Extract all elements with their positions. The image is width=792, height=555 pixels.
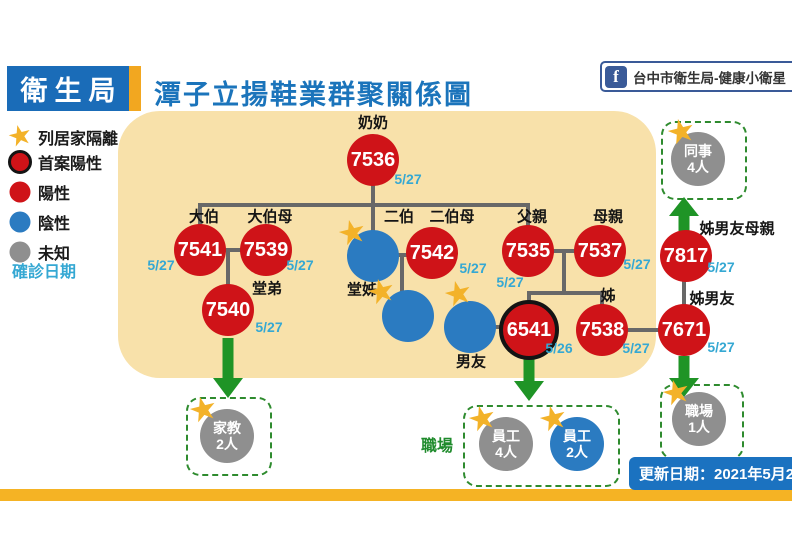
outcome-count: 2人 bbox=[566, 444, 588, 460]
case-circle-second-uncle-wife: 7542 bbox=[406, 227, 458, 279]
legend-first-case-icon bbox=[8, 150, 32, 174]
colleagues-circle: 同事 4人 bbox=[671, 132, 725, 186]
label-eldest-uncle: 大伯 bbox=[188, 208, 220, 226]
date-grandmother: 5/27 bbox=[394, 171, 422, 187]
case-number: 7536 bbox=[350, 148, 396, 171]
legend-positive-icon bbox=[9, 181, 31, 203]
label-second-uncle-wife: 二伯母 bbox=[429, 208, 475, 226]
case-number: 7671 bbox=[661, 318, 707, 341]
legend-confirm-date-label: 確診日期 bbox=[12, 264, 77, 281]
case-circle-grandmother: 7536 bbox=[347, 134, 399, 186]
date-eldest-uncle-wife: 5/27 bbox=[286, 257, 314, 273]
label-sister-boyfriend-mother: 姊男友母親 bbox=[699, 220, 775, 238]
case-number: 7535 bbox=[505, 239, 551, 262]
facebook-page-name: 台中市衛生局-健康小衛星 bbox=[633, 70, 786, 86]
date-mother: 5/27 bbox=[623, 256, 651, 272]
legend-positive-label: 陽性 bbox=[38, 186, 71, 203]
case-number: 6541 bbox=[506, 318, 552, 341]
outcome-count: 4人 bbox=[687, 159, 709, 175]
case-circle-sister-boyfriend: 7671 bbox=[658, 304, 710, 356]
label-sister: 姊 bbox=[600, 287, 616, 305]
negative-circle-cousin-sister bbox=[382, 290, 434, 342]
workplace-group-box bbox=[463, 405, 620, 487]
arrow-workplace-icon bbox=[514, 356, 544, 401]
case-circle-sister-boyfriend-mother: 7817 bbox=[660, 230, 712, 282]
case-number: 7541 bbox=[177, 238, 223, 261]
label-cousin-sister: 堂姊 bbox=[346, 281, 378, 299]
case-circle-cousin-brother: 7540 bbox=[202, 284, 254, 336]
negative-circle-second-uncle bbox=[347, 230, 399, 282]
bureau-label: 衛生局 bbox=[20, 76, 123, 106]
bureau-logo-box: 衛生局 bbox=[7, 66, 129, 111]
outcome-label: 職場 bbox=[685, 402, 713, 419]
outcome-label: 同事 bbox=[684, 142, 712, 159]
case-circle-eldest-uncle: 7541 bbox=[174, 224, 226, 276]
update-date-badge: 更新日期：2021年5月29日 bbox=[629, 457, 792, 490]
case-number: 7540 bbox=[205, 298, 251, 321]
workplace-one-circle: 職場 1人 bbox=[672, 392, 726, 446]
negative-circle-boyfriend bbox=[444, 301, 496, 353]
facebook-icon: f bbox=[605, 65, 627, 88]
label-second-uncle: 二伯 bbox=[383, 208, 415, 226]
case-circle-sister: 7538 bbox=[576, 304, 628, 356]
outcome-count: 2人 bbox=[216, 436, 238, 452]
legend-negative-label: 陰性 bbox=[38, 216, 71, 233]
legend-first-case-label: 首案陽性 bbox=[38, 156, 103, 173]
label-boyfriend: 男友 bbox=[455, 353, 487, 371]
legend-negative-icon bbox=[9, 211, 31, 233]
date-sister-boyfriend-mother: 5/27 bbox=[707, 259, 735, 275]
date-sister-boyfriend: 5/27 bbox=[707, 339, 735, 355]
label-mother: 母親 bbox=[592, 208, 624, 226]
first-case-circle-index: 6541 bbox=[499, 300, 559, 360]
arrow-colleagues-up-icon bbox=[669, 197, 699, 231]
employees-blue-circle: 員工 2人 bbox=[550, 417, 604, 471]
date-cousin-brother: 5/27 bbox=[255, 319, 283, 335]
bottom-accent-band bbox=[0, 489, 792, 501]
legend-unknown-label: 未知 bbox=[38, 246, 71, 263]
case-number: 7539 bbox=[243, 238, 289, 261]
case-number: 7817 bbox=[663, 244, 709, 267]
bureau-yellow-stripe bbox=[129, 66, 141, 111]
case-number: 7537 bbox=[577, 239, 623, 262]
tutor-circle: 家教 2人 bbox=[200, 409, 254, 463]
label-cousin-brother: 堂弟 bbox=[251, 280, 283, 298]
date-father: 5/27 bbox=[496, 274, 524, 290]
arrow-workplace-one-icon bbox=[669, 356, 699, 397]
colleagues-group-box bbox=[661, 121, 747, 200]
date-sister: 5/27 bbox=[622, 340, 650, 356]
date-second-uncle-wife: 5/27 bbox=[459, 260, 487, 276]
legend-star-label: 列居家隔離 bbox=[38, 131, 119, 148]
label-eldest-uncle-wife: 大伯母 bbox=[247, 208, 293, 226]
employees-gray-circle: 員工 4人 bbox=[479, 417, 533, 471]
outcome-label: 家教 bbox=[213, 419, 241, 436]
label-sister-boyfriend: 姊男友 bbox=[689, 290, 735, 308]
label-grandmother: 奶奶 bbox=[357, 114, 389, 132]
page-title: 潭子立揚鞋業群聚關係圖 bbox=[154, 80, 473, 110]
arrow-tutor-icon bbox=[213, 338, 243, 398]
outcome-label: 員工 bbox=[492, 427, 520, 444]
case-circle-eldest-uncle-wife: 7539 bbox=[240, 224, 292, 276]
tutor-group-box bbox=[186, 397, 272, 476]
case-number: 7538 bbox=[579, 318, 625, 341]
case-circle-father: 7535 bbox=[502, 225, 554, 277]
date-index-case: 5/26 bbox=[545, 340, 573, 356]
facebook-page-badge[interactable]: f 台中市衛生局-健康小衛星 bbox=[600, 61, 792, 92]
label-father: 父親 bbox=[516, 208, 548, 226]
case-number: 7542 bbox=[409, 241, 455, 264]
legend-unknown-icon bbox=[9, 241, 31, 263]
workplace-label: 職場 bbox=[420, 438, 454, 455]
outcome-count: 1人 bbox=[688, 419, 710, 435]
case-circle-mother: 7537 bbox=[574, 225, 626, 277]
outcome-label: 員工 bbox=[563, 427, 591, 444]
outcome-count: 4人 bbox=[495, 444, 517, 460]
date-eldest-uncle: 5/27 bbox=[147, 257, 175, 273]
